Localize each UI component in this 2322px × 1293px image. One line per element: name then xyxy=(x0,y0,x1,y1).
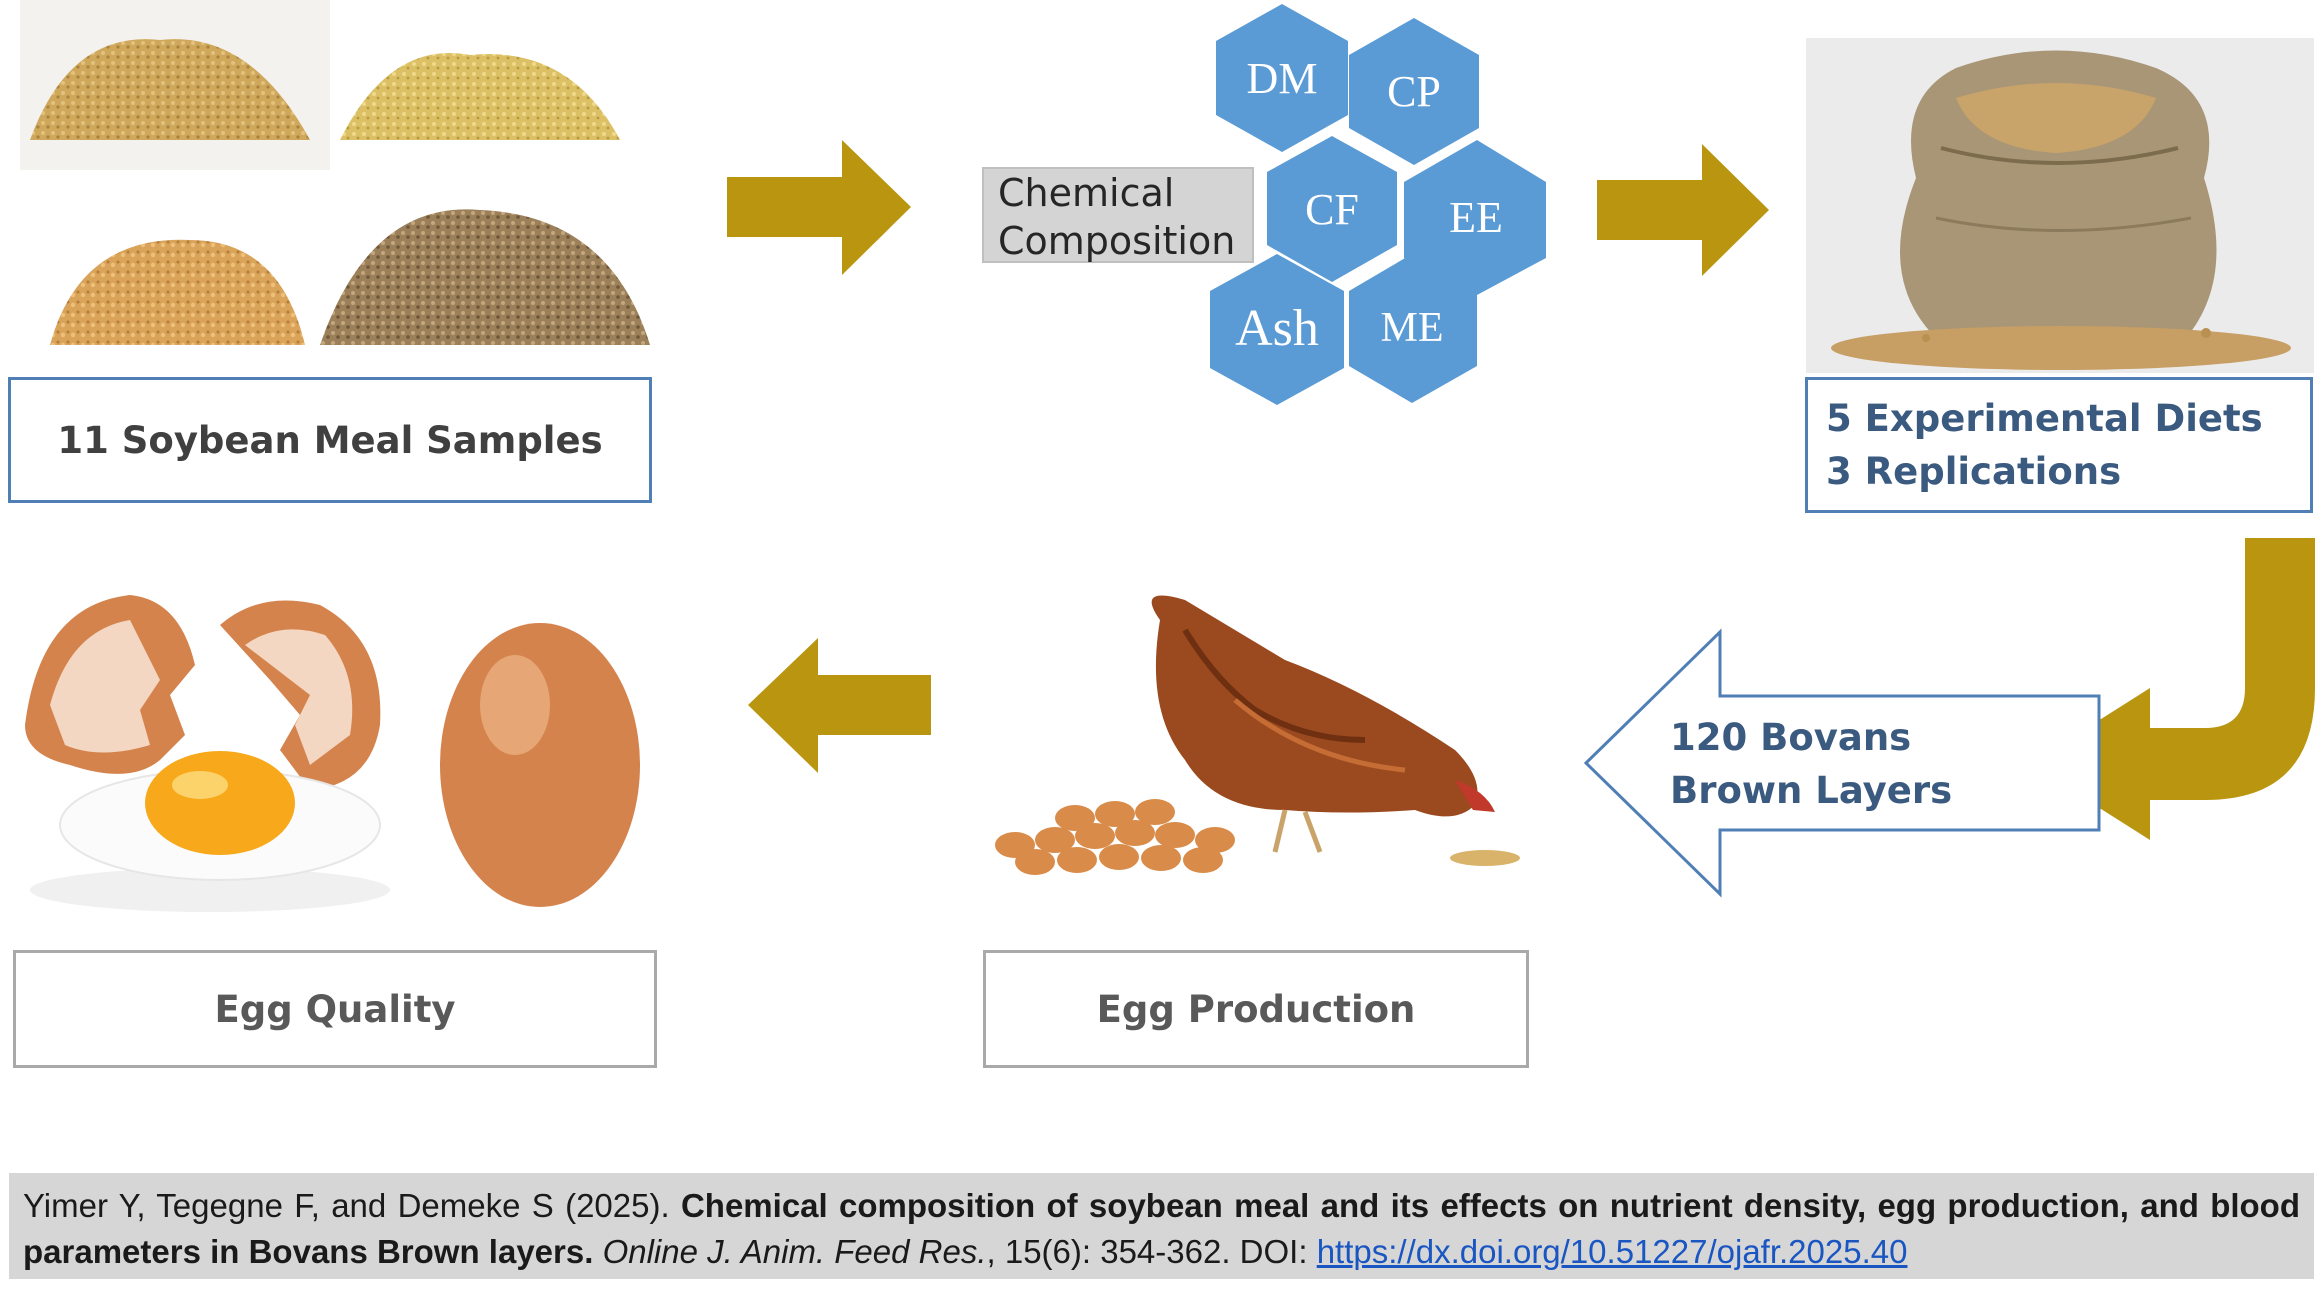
arrow-left-3 xyxy=(748,638,931,773)
arrow-right-2 xyxy=(1597,144,1769,276)
layers-hollow-arrow xyxy=(1583,628,2101,898)
citation-authors: Yimer Y, Tegegne F, and Demeke S (2025). xyxy=(23,1187,670,1224)
chemical-composition-label: Chemical Composition xyxy=(982,167,1254,263)
hexagon-cp: CP xyxy=(1349,18,1479,165)
hexagon-ash-label: Ash xyxy=(1235,300,1319,357)
citation-bar: Yimer Y, Tegegne F, and Demeke S (2025).… xyxy=(9,1173,2314,1279)
diets-line1: 5 Experimental Diets xyxy=(1826,397,2263,440)
diets-line2: 3 Replications xyxy=(1826,450,2122,493)
egg-quality-box: Egg Quality xyxy=(13,950,657,1068)
feed-sack-image xyxy=(1806,38,2314,373)
hexagon-ash: Ash xyxy=(1210,254,1344,405)
hexagon-dm: DM xyxy=(1216,4,1348,152)
arrow-curved-down-left xyxy=(2030,538,2315,840)
citation-title: Chemical composition of soybean meal and… xyxy=(23,1187,2300,1270)
egg-quality-label: Egg Quality xyxy=(214,987,456,1031)
soybean-meal-piles-image xyxy=(20,0,650,345)
hexagon-cf-label: CF xyxy=(1305,185,1359,234)
layers-label: 120 Bovans Brown Layers xyxy=(1670,711,1952,817)
hexagon-dm-label: DM xyxy=(1247,54,1318,103)
soybean-samples-label: 11 Soybean Meal Samples xyxy=(57,418,603,462)
egg-production-box: Egg Production xyxy=(983,950,1529,1068)
hexagon-cf: CF xyxy=(1267,136,1397,282)
arrow-right-1 xyxy=(727,140,911,275)
hexagon-cp-label: CP xyxy=(1387,67,1441,116)
egg-production-label: Egg Production xyxy=(1096,987,1416,1031)
cracked-egg-image xyxy=(25,595,640,912)
hexagon-me: ME xyxy=(1349,254,1477,403)
experimental-diets-box: 5 Experimental Diets 3 Replications xyxy=(1805,377,2313,513)
layers-line2: Brown Layers xyxy=(1670,769,1953,812)
chemical-label-line2: Composition xyxy=(998,219,1236,263)
hen-with-eggs-image xyxy=(995,595,1520,875)
composition-hexagons: DM CP CF EE Ash ME xyxy=(1210,4,1546,405)
citation-journal: Online J. Anim. Feed Res. xyxy=(602,1233,987,1270)
hexagon-ee-label: EE xyxy=(1449,193,1503,242)
chemical-label-line1: Chemical xyxy=(998,171,1175,215)
hexagon-me-label: ME xyxy=(1381,305,1444,351)
soybean-samples-box: 11 Soybean Meal Samples xyxy=(8,377,652,503)
hexagon-ee: EE xyxy=(1404,140,1546,295)
citation-doi-link[interactable]: https://dx.doi.org/10.51227/ojafr.2025.4… xyxy=(1316,1233,1908,1270)
citation-volume: , 15(6): 354-362. DOI: xyxy=(986,1233,1308,1270)
layers-line1: 120 Bovans xyxy=(1670,716,1912,759)
